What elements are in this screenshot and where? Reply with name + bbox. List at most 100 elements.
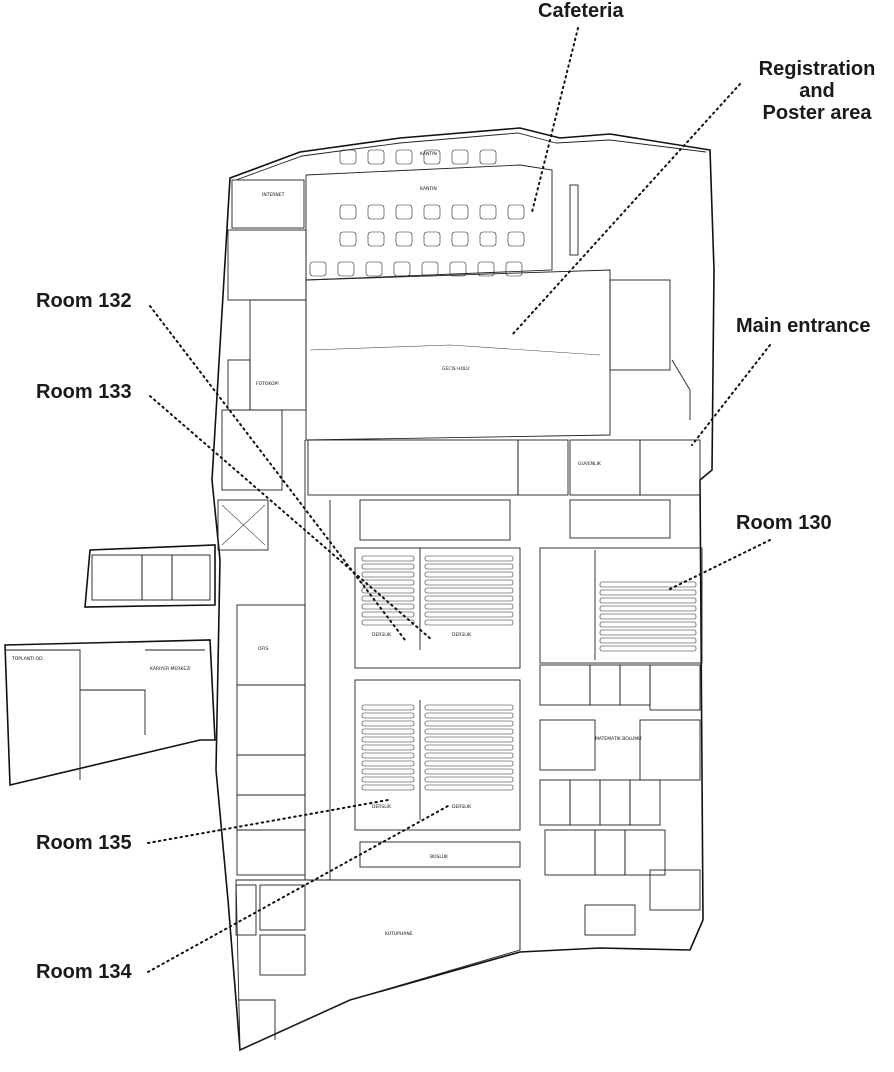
cafe-table — [395, 149, 413, 165]
seat-row — [599, 581, 697, 588]
leader-room-132 — [149, 305, 406, 641]
cafe-table — [449, 261, 467, 277]
cafe-table — [479, 149, 497, 165]
callout-leaders — [147, 27, 771, 973]
cafe-table — [309, 261, 327, 277]
cafe-table — [365, 261, 383, 277]
fotokopi-tag: FOTOKOPI — [256, 381, 279, 387]
seat-row — [361, 720, 415, 727]
cafe-table — [451, 204, 469, 220]
seat-row — [361, 704, 415, 711]
dersluk-tag-135: DERSLIK — [372, 804, 392, 810]
leader-room-134 — [147, 805, 449, 973]
room-135-label: Room 135 — [36, 832, 132, 854]
seat-row — [424, 784, 514, 791]
cafe-table — [479, 204, 497, 220]
ofis-tag-west: OFIS — [258, 646, 268, 652]
main-entrance-label: Main entrance — [736, 315, 871, 337]
seat-row — [361, 603, 415, 610]
cafe-table — [451, 231, 469, 247]
seat-row — [424, 712, 514, 719]
seat-row — [424, 555, 514, 562]
seat-row — [361, 571, 415, 578]
registration-line-2: and — [799, 80, 835, 102]
seating-134-135 — [361, 704, 514, 791]
gecis-holu-tag: GECIS HOLU — [442, 366, 470, 372]
seat-row — [361, 579, 415, 586]
leader-main-entrance — [691, 344, 771, 446]
room-130-label: Room 130 — [736, 512, 832, 534]
cafe-table — [367, 204, 385, 220]
seat-row — [424, 752, 514, 759]
room-133-label: Room 133 — [36, 381, 132, 403]
seat-row — [424, 603, 514, 610]
seat-row — [424, 587, 514, 594]
seat-row — [424, 760, 514, 767]
cafe-table — [507, 204, 525, 220]
matematik-tag: MATEMATIK BOLUMU — [595, 736, 642, 742]
cafe-table — [421, 261, 439, 277]
kantin-tag: KANTIN — [420, 151, 437, 157]
library: KUTUPHANE — [235, 879, 521, 1051]
registration-label: Registration and Poster area — [742, 58, 892, 124]
seat-row — [424, 611, 514, 618]
seat-row — [361, 555, 415, 562]
seating-132-133 — [361, 555, 514, 626]
seat-row — [361, 587, 415, 594]
seat-row — [599, 597, 697, 604]
cafe-table — [395, 204, 413, 220]
office-strip: GUVENLIK — [307, 439, 701, 541]
cafe-table — [395, 231, 413, 247]
cafe-table — [479, 231, 497, 247]
seat-row — [361, 776, 415, 783]
bosluk-tag: BOSLUK — [430, 854, 449, 860]
lecture-hall-134-135: DERSLIK DERSLIK BOSLUK — [354, 679, 521, 868]
registration-line-3: Poster area — [762, 102, 872, 124]
seat-row — [361, 728, 415, 735]
dersluk-tag-134: DERSLIK — [452, 804, 472, 810]
seat-row — [424, 728, 514, 735]
room-132-label: Room 132 — [36, 290, 132, 312]
leader-cafeteria — [531, 27, 579, 213]
seat-row — [599, 605, 697, 612]
cafe-table — [339, 204, 357, 220]
leader-room-135 — [147, 799, 389, 844]
seat-row — [361, 760, 415, 767]
cafeteria-tables — [309, 149, 525, 277]
kutuphane-tag: KUTUPHANE — [385, 931, 413, 937]
cafeteria-label: Cafeteria — [538, 0, 624, 22]
guvenlik-tag: GUVENLIK — [578, 461, 602, 467]
kariyer-tag: KARIYER MERKEZI — [150, 666, 191, 672]
seat-row — [361, 619, 415, 626]
seat-row — [424, 579, 514, 586]
seat-row — [424, 571, 514, 578]
dersluk-tag-133: DERSLIK — [372, 632, 392, 638]
seating-130 — [599, 581, 697, 652]
seat-row — [424, 704, 514, 711]
lecture-hall-130 — [539, 547, 703, 664]
seat-row — [424, 776, 514, 783]
seat-row — [424, 744, 514, 751]
seat-row — [599, 629, 697, 636]
seat-row — [599, 613, 697, 620]
seat-row — [599, 637, 697, 644]
east-offices: MATEMATIK BOLUMU — [519, 664, 701, 950]
cafe-table — [477, 261, 495, 277]
seat-row — [361, 736, 415, 743]
seat-row — [361, 712, 415, 719]
seat-row — [424, 563, 514, 570]
cafeteria-area: KANTIN KANTIN INTERNET — [231, 149, 579, 281]
seat-row — [361, 563, 415, 570]
west-offices: OFIS KARIYER MERKEZI TOPLANTI OD. — [11, 440, 331, 880]
leader-room-133 — [149, 395, 433, 641]
leader-registration — [511, 83, 741, 336]
cafe-table — [393, 261, 411, 277]
building-outline — [4, 127, 715, 1052]
cafe-table — [423, 231, 441, 247]
dersluk-tag-132: DERSLIK — [452, 632, 472, 638]
seat-row — [599, 645, 697, 652]
cafe-table — [339, 149, 357, 165]
registration-line-1: Registration — [758, 58, 876, 80]
cafe-table — [367, 149, 385, 165]
